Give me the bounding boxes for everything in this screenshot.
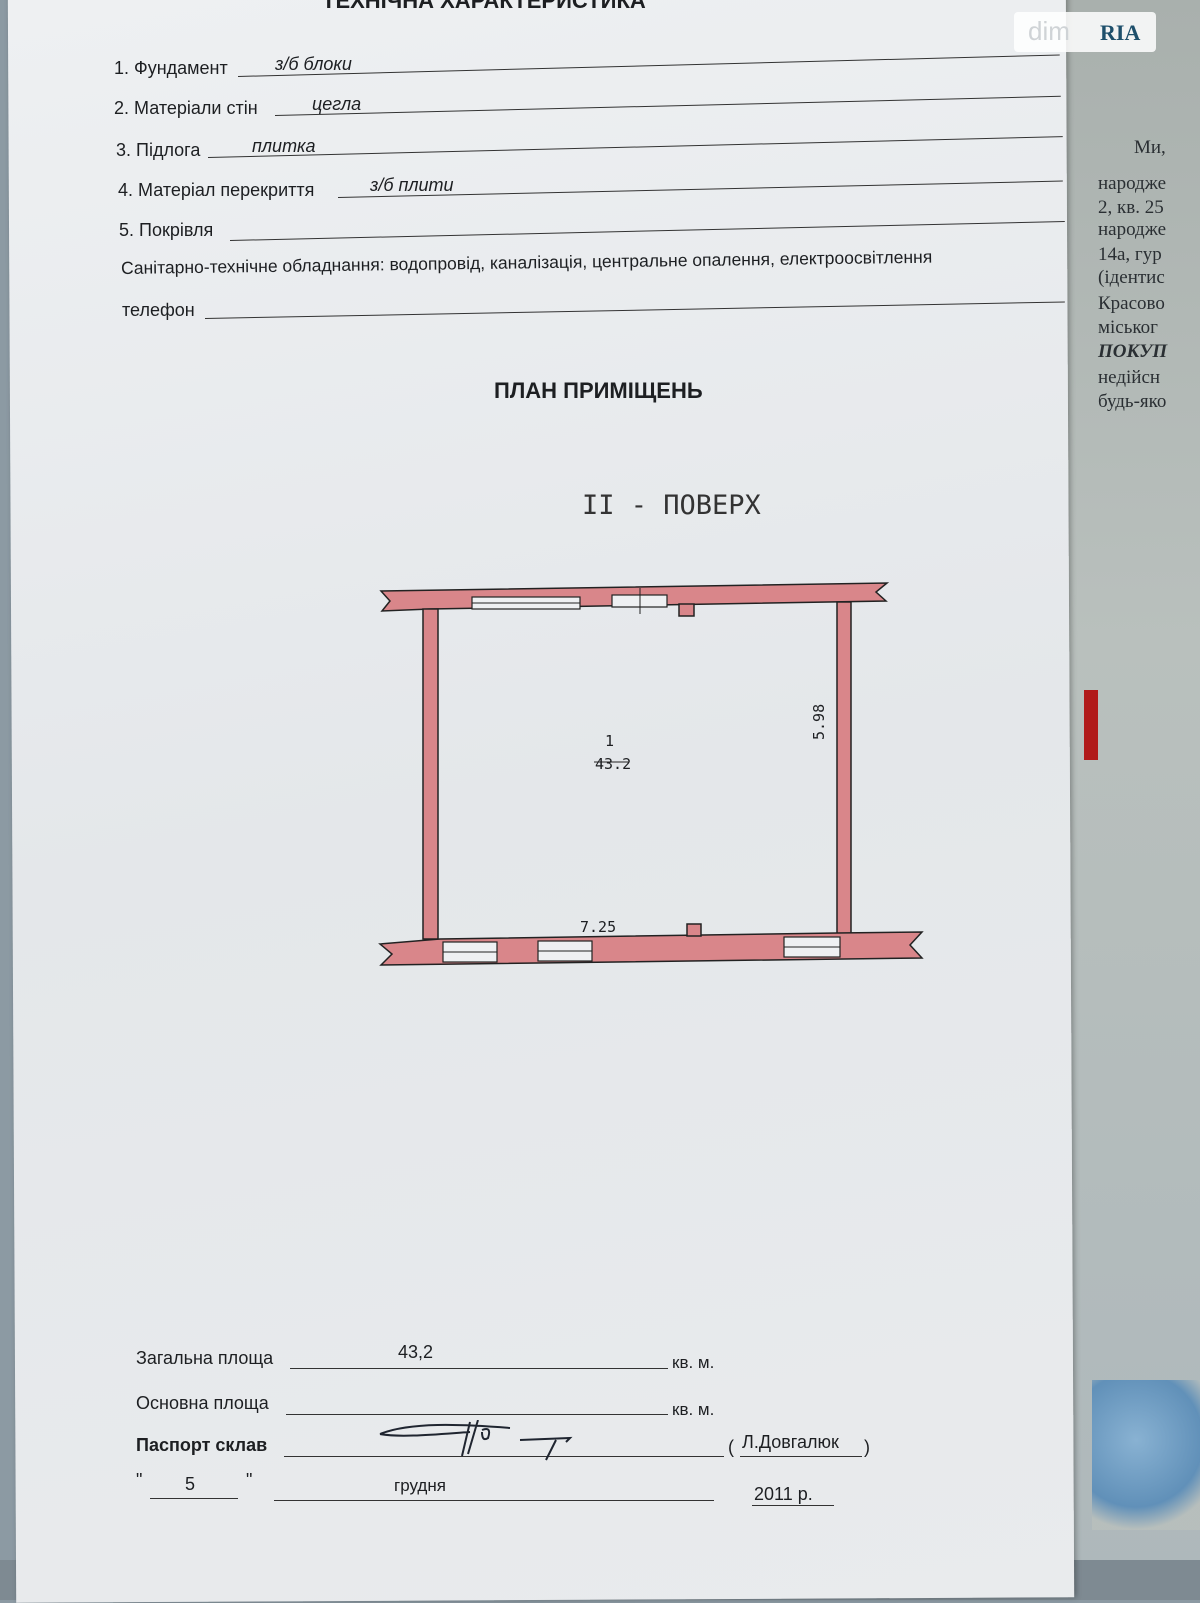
room-number: 1 [605, 732, 615, 750]
field-value: цегла [312, 94, 362, 114]
total-area-label: Загальна площа [136, 1348, 274, 1368]
unit: кв. м. [672, 1353, 715, 1372]
signature [379, 1420, 573, 1461]
phone-label: телефон [122, 300, 195, 320]
quote-close: " [246, 1470, 253, 1490]
watermark-dim: dim [1028, 16, 1070, 46]
field-label: 3. Підлога [116, 140, 201, 160]
quote-open: " [136, 1470, 143, 1490]
side-text: народже [1098, 219, 1167, 240]
date-month: грудня [394, 1476, 446, 1495]
field-value: з/б блоки [275, 54, 352, 74]
side-text: міськог [1098, 317, 1158, 338]
pillar [678, 603, 695, 617]
side-text: Ми, [1134, 137, 1166, 158]
underline [286, 1414, 668, 1415]
side-text: недійсн [1098, 367, 1161, 388]
total-area-value: 43,2 [398, 1342, 434, 1362]
pillar [686, 923, 702, 937]
side-text: 2, кв. 25 [1098, 197, 1164, 218]
underline [290, 1368, 668, 1369]
underline [274, 1500, 714, 1501]
field-value: плитка [252, 136, 316, 156]
red-tab [1084, 690, 1098, 760]
floor-label: II - ПОВЕРХ [582, 490, 761, 521]
underline [752, 1505, 834, 1506]
compiled-by-close: ) [864, 1437, 870, 1457]
side-text: (ідентис [1098, 267, 1165, 288]
header-title: ТЕХНІЧНА ХАРАКТЕРИСТИКА [322, 0, 646, 13]
plan-title: ПЛАН ПРИМІЩЕНЬ [494, 378, 703, 403]
date-day: 5 [185, 1474, 196, 1494]
wall-left [422, 608, 439, 940]
compiled-by-label: Паспорт склав [136, 1435, 268, 1455]
field-label: 1. Фундамент [114, 58, 228, 78]
underline [740, 1456, 862, 1457]
side-text: народже [1098, 173, 1167, 194]
date-year: 2011 р. [754, 1484, 813, 1504]
side-text: ПОКУП [1098, 341, 1168, 362]
underline [284, 1456, 724, 1457]
watermark-logo: dim RIA [1014, 12, 1156, 52]
watermark-ria: RIA [1100, 20, 1141, 45]
wall-right [836, 601, 852, 935]
compiled-by-open: ( [728, 1437, 734, 1457]
unit: кв. м. [672, 1400, 715, 1419]
side-text: будь-яко [1098, 391, 1167, 412]
main-area-label: Основна площа [136, 1393, 269, 1413]
compiled-by-name: Л.Довгалюк [742, 1432, 839, 1452]
width-dimension: 7.25 [580, 918, 617, 936]
underline [150, 1498, 238, 1499]
field-label: 4. Матеріал перекриття [118, 180, 315, 200]
blue-pattern [1092, 1380, 1200, 1530]
side-text: Красово [1098, 293, 1165, 314]
field-value: з/б плити [370, 175, 454, 195]
height-dimension: 5.98 [810, 703, 828, 740]
room-area: 43.2 [595, 755, 632, 773]
field-label: 5. Покрівля [119, 220, 214, 240]
background-document [1062, 0, 1200, 1600]
side-text: 14а, гур [1098, 244, 1162, 265]
field-label: 2. Матеріали стін [114, 98, 258, 118]
